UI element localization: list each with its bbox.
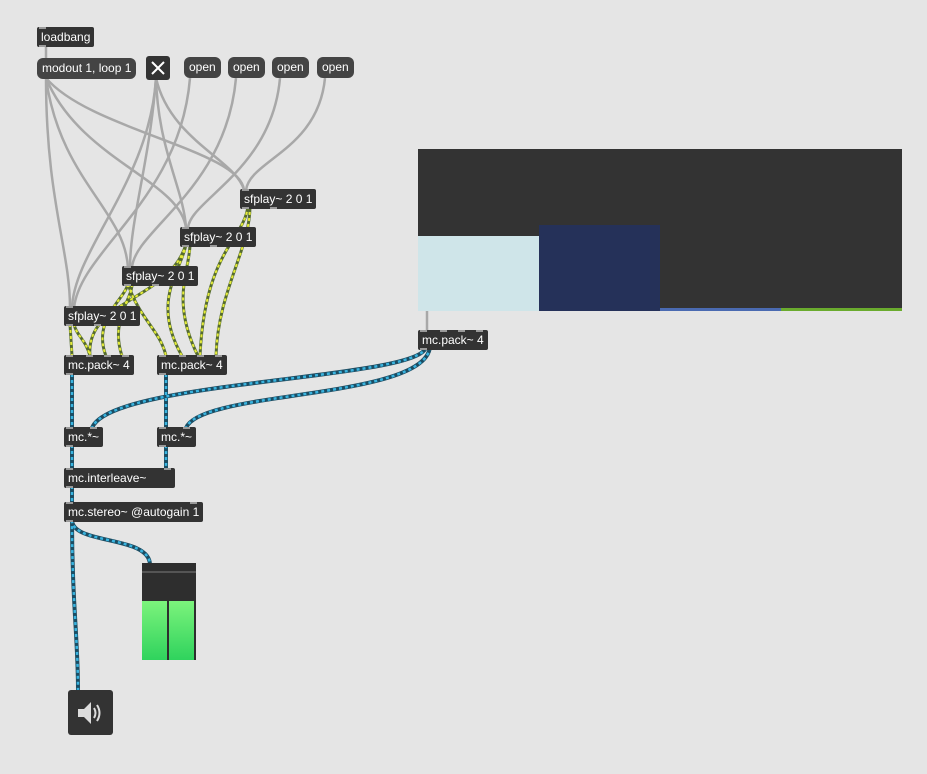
mc-pack-object-left[interactable]: mc.pack~ 4: [64, 355, 134, 375]
toggle[interactable]: [146, 56, 170, 80]
ezdac-speaker[interactable]: [68, 690, 113, 735]
message-label: open: [322, 60, 349, 74]
speaker-icon: [78, 702, 101, 724]
meter-channel-right: [169, 601, 194, 660]
object-label: loadbang: [41, 30, 91, 44]
inlet[interactable]: [39, 27, 46, 29]
control-cables: [44, 44, 429, 330]
object-label: mc.*~: [68, 430, 100, 444]
sfplay-object-3[interactable]: sfplay~ 2 0 1: [180, 227, 257, 247]
patch-cord[interactable]: [154, 77, 246, 191]
patch-cord[interactable]: [44, 77, 72, 309]
patch-cord[interactable]: [128, 77, 158, 269]
modout-message[interactable]: modout 1, loop 1: [37, 58, 137, 79]
mc-multiply-object-right[interactable]: mc.*~: [157, 427, 197, 447]
mc-pack-object-right[interactable]: mc.pack~ 4: [157, 355, 227, 375]
object-label: mc.stereo~ @autogain 1: [68, 505, 200, 519]
open-message-1[interactable]: open: [184, 57, 221, 78]
multislider-bar-2: [539, 225, 660, 311]
message-label: open: [189, 60, 216, 74]
patch-cord[interactable]: [154, 77, 188, 229]
mc-multiply-object-left[interactable]: mc.*~: [64, 427, 104, 447]
multislider-bar-1: [418, 236, 539, 311]
object-label: mc.pack~ 4: [422, 333, 484, 347]
object-label: sfplay~ 2 0 1: [126, 269, 195, 283]
outlet[interactable]: [39, 45, 46, 47]
object-label: sfplay~ 2 0 1: [68, 309, 137, 323]
multislider-bar-3: [660, 308, 781, 311]
sfplay-object-2[interactable]: sfplay~ 2 0 1: [122, 266, 199, 286]
level-meter: [142, 563, 196, 660]
object-label: sfplay~ 2 0 1: [184, 230, 253, 244]
object-label: mc.*~: [161, 430, 193, 444]
patch-cord[interactable]: [244, 77, 327, 191]
patch-cord[interactable]: [44, 77, 188, 229]
loadbang-object[interactable]: loadbang: [37, 27, 95, 47]
object-label: mc.interleave~: [68, 471, 147, 485]
mc-interleave-object[interactable]: mc.interleave~: [64, 468, 175, 488]
meter-channel-left: [142, 601, 167, 660]
object-label: mc.pack~ 4: [68, 358, 130, 372]
open-message-3[interactable]: open: [272, 57, 309, 78]
mc-pack-object-display[interactable]: mc.pack~ 4: [418, 330, 488, 350]
message-label: open: [233, 60, 260, 74]
object-label: sfplay~ 2 0 1: [244, 192, 313, 206]
patch-cord[interactable]: [45, 77, 246, 191]
open-message-2[interactable]: open: [228, 57, 265, 78]
sfplay-object-1[interactable]: sfplay~ 2 0 1: [64, 306, 141, 326]
mc-stereo-object[interactable]: mc.stereo~ @autogain 1: [64, 502, 203, 522]
message-label: modout 1, loop 1: [42, 61, 132, 75]
message-label: open: [277, 60, 304, 74]
multislider-display[interactable]: [418, 149, 902, 311]
open-message-4[interactable]: open: [317, 57, 354, 78]
x-toggle-icon: [151, 61, 165, 75]
patch-cord[interactable]: [44, 77, 130, 269]
sfplay-object-4[interactable]: sfplay~ 2 0 1: [240, 189, 317, 209]
multislider-bar-4: [781, 308, 902, 311]
object-label: mc.pack~ 4: [161, 358, 223, 372]
